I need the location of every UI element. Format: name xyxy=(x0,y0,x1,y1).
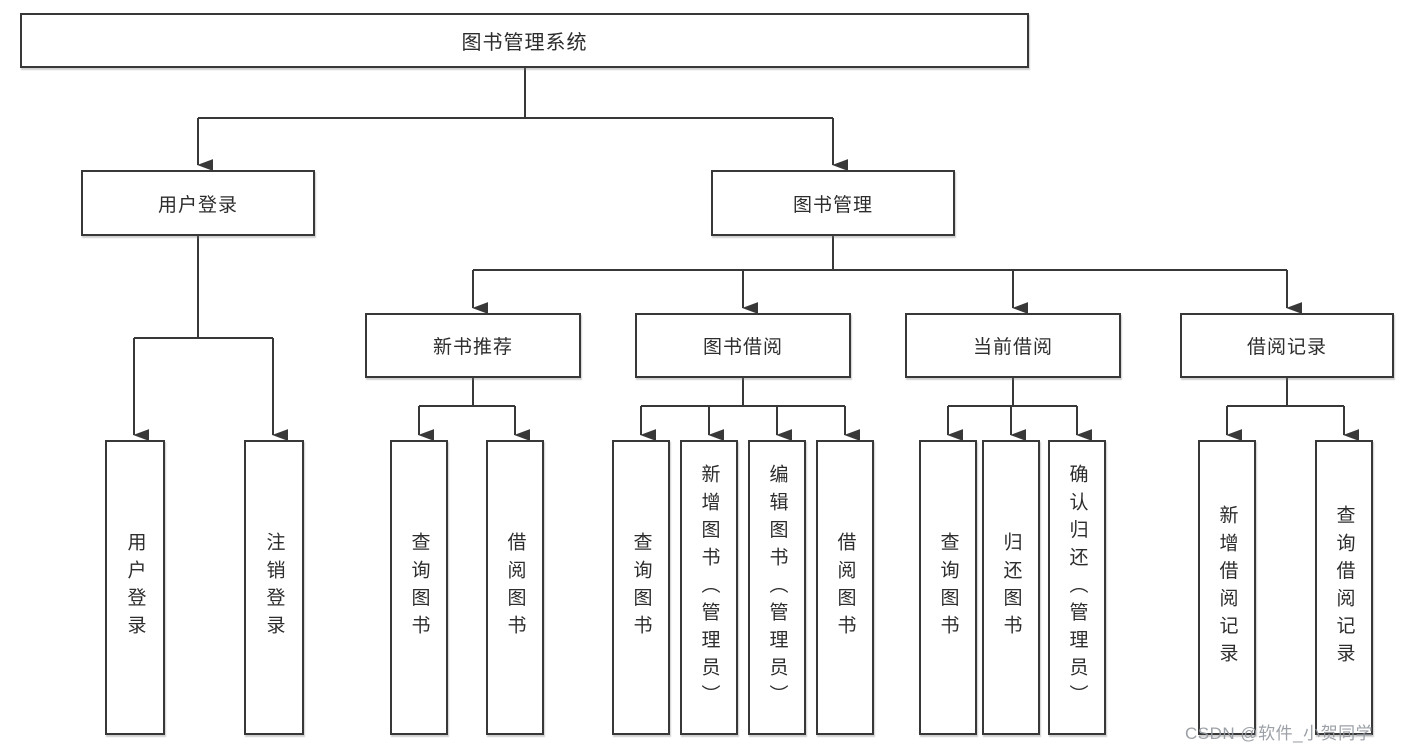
leaf-borrow-books-borrowing: 借阅图书 xyxy=(816,440,874,735)
leaf-query-books-borrowing: 查询图书 xyxy=(612,440,670,735)
leaf-label: 查询图书 xyxy=(408,532,430,643)
leaf-label: 用户登录 xyxy=(124,532,146,643)
node-label: 用户登录 xyxy=(157,194,238,216)
node-book-management-branch: 图书管理 xyxy=(711,170,955,236)
leaf-label: 借阅图书 xyxy=(834,532,856,643)
node-new-book-recommendation: 新书推荐 xyxy=(365,313,581,378)
csdn-watermark: CSDN @软件_小贺同学 xyxy=(1185,724,1374,743)
leaf-add-borrow-record: 新增借阅记录 xyxy=(1198,440,1256,735)
leaf-label: 查询图书 xyxy=(630,532,652,643)
leaf-edit-books-admin: 编辑图书（管理员） xyxy=(748,440,806,735)
leaf-confirm-return-admin: 确认归还（管理员） xyxy=(1048,440,1106,735)
connector-tree xyxy=(133,68,1360,441)
leaf-add-books-admin: 新增图书（管理员） xyxy=(680,440,738,735)
node-label: 新书推荐 xyxy=(432,337,513,358)
node-borrowing-records: 借阅记录 xyxy=(1180,313,1394,378)
node-library-management-system: 图书管理系统 xyxy=(20,13,1029,68)
node-label: 借阅记录 xyxy=(1246,337,1327,358)
leaf-label: 编辑图书（管理员） xyxy=(766,463,788,712)
node-user-login-branch: 用户登录 xyxy=(81,170,315,236)
node-label: 图书管理系统 xyxy=(461,32,588,54)
leaf-label: 注销登录 xyxy=(263,532,285,643)
leaf-label: 新增图书（管理员） xyxy=(698,463,720,712)
node-label: 图书借阅 xyxy=(702,337,783,358)
leaf-logout: 注销登录 xyxy=(244,440,304,735)
leaf-query-books-newbook: 查询图书 xyxy=(390,440,448,735)
node-label: 图书管理 xyxy=(792,194,873,216)
leaf-label: 借阅图书 xyxy=(504,532,526,643)
node-book-borrowing: 图书借阅 xyxy=(635,313,851,378)
leaf-query-borrow-record: 查询借阅记录 xyxy=(1315,440,1373,735)
leaf-query-books-current: 查询图书 xyxy=(919,440,977,735)
node-label: 当前借阅 xyxy=(972,337,1053,358)
node-current-borrowing: 当前借阅 xyxy=(905,313,1121,378)
leaf-label: 确认归还（管理员） xyxy=(1066,463,1088,712)
leaf-label: 归还图书 xyxy=(1000,532,1022,643)
leaf-user-login: 用户登录 xyxy=(105,440,165,735)
leaf-label: 查询借阅记录 xyxy=(1333,504,1355,671)
leaf-borrow-books-newbook: 借阅图书 xyxy=(486,440,544,735)
leaf-label: 新增借阅记录 xyxy=(1216,504,1238,671)
leaf-return-books: 归还图书 xyxy=(982,440,1040,735)
leaf-label: 查询图书 xyxy=(937,532,959,643)
